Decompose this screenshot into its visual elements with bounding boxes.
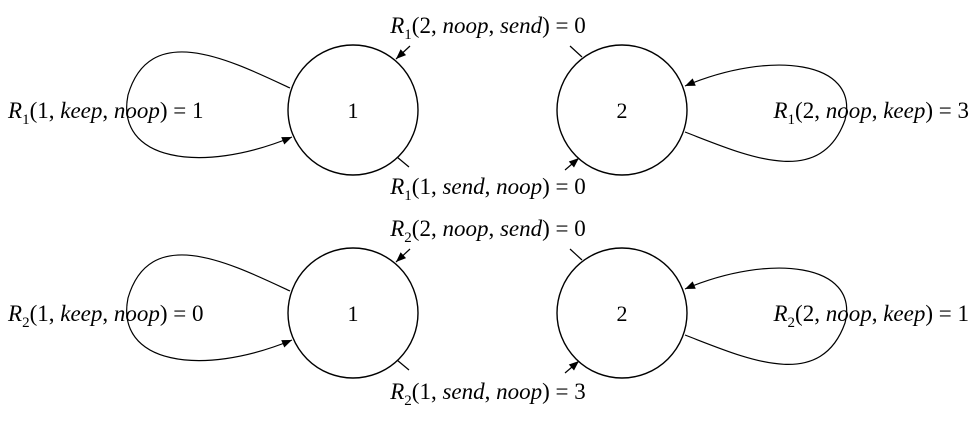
edge-1-to-2-arrow-lead bbox=[396, 359, 410, 371]
edge-2-to-1-arrow-tail bbox=[395, 45, 411, 60]
edge-2-to-1-arrow-lead bbox=[569, 45, 583, 58]
state-1-node bbox=[287, 247, 419, 379]
state-2-node bbox=[556, 44, 688, 176]
state-1-node bbox=[287, 44, 419, 176]
state-2-label: 2 bbox=[617, 301, 628, 326]
state-2-node bbox=[556, 247, 688, 379]
self-loop-edge-state-1 bbox=[126, 254, 293, 362]
edge-label-2-to-1: R2(2, noop, send) = 0 bbox=[389, 216, 586, 246]
state-1-label: 1 bbox=[348, 301, 359, 326]
self-loop-edge-state-2 bbox=[684, 64, 848, 162]
edge-label-self-loop-2: R2(2, noop, keep) = 1 bbox=[772, 301, 969, 331]
edge-label-self-loop-1: R1(1, keep, noop) = 1 bbox=[7, 98, 204, 128]
edge-1-to-2-arrow-tail bbox=[564, 157, 580, 171]
self-loop-edge-state-2 bbox=[684, 267, 848, 365]
upper-diagram: 1 2 R1(2, noop, send) = 0 R1(1, keep, no… bbox=[7, 13, 969, 204]
edge-2-to-1-arrow-lead bbox=[569, 248, 583, 261]
edge-label-1-to-2: R2(1, send, noop) = 3 bbox=[389, 379, 586, 409]
self-loop-edge-state-1 bbox=[126, 51, 293, 159]
edge-label-1-to-2: R1(1, send, noop) = 0 bbox=[389, 174, 586, 204]
lower-diagram: 1 2 R2(2, noop, send) = 0 R2(1, keep, no… bbox=[7, 216, 969, 409]
state-1-label: 1 bbox=[348, 98, 359, 123]
edge-label-2-to-1: R1(2, noop, send) = 0 bbox=[389, 13, 586, 43]
edge-1-to-2-arrow-lead bbox=[396, 156, 410, 168]
edge-label-self-loop-2: R1(2, noop, keep) = 3 bbox=[772, 98, 969, 128]
edge-label-self-loop-1: R2(1, keep, noop) = 0 bbox=[7, 301, 204, 331]
edge-1-to-2-arrow-tail bbox=[564, 360, 580, 374]
edge-2-to-1-arrow-tail bbox=[395, 248, 411, 263]
state-2-label: 2 bbox=[617, 98, 628, 123]
